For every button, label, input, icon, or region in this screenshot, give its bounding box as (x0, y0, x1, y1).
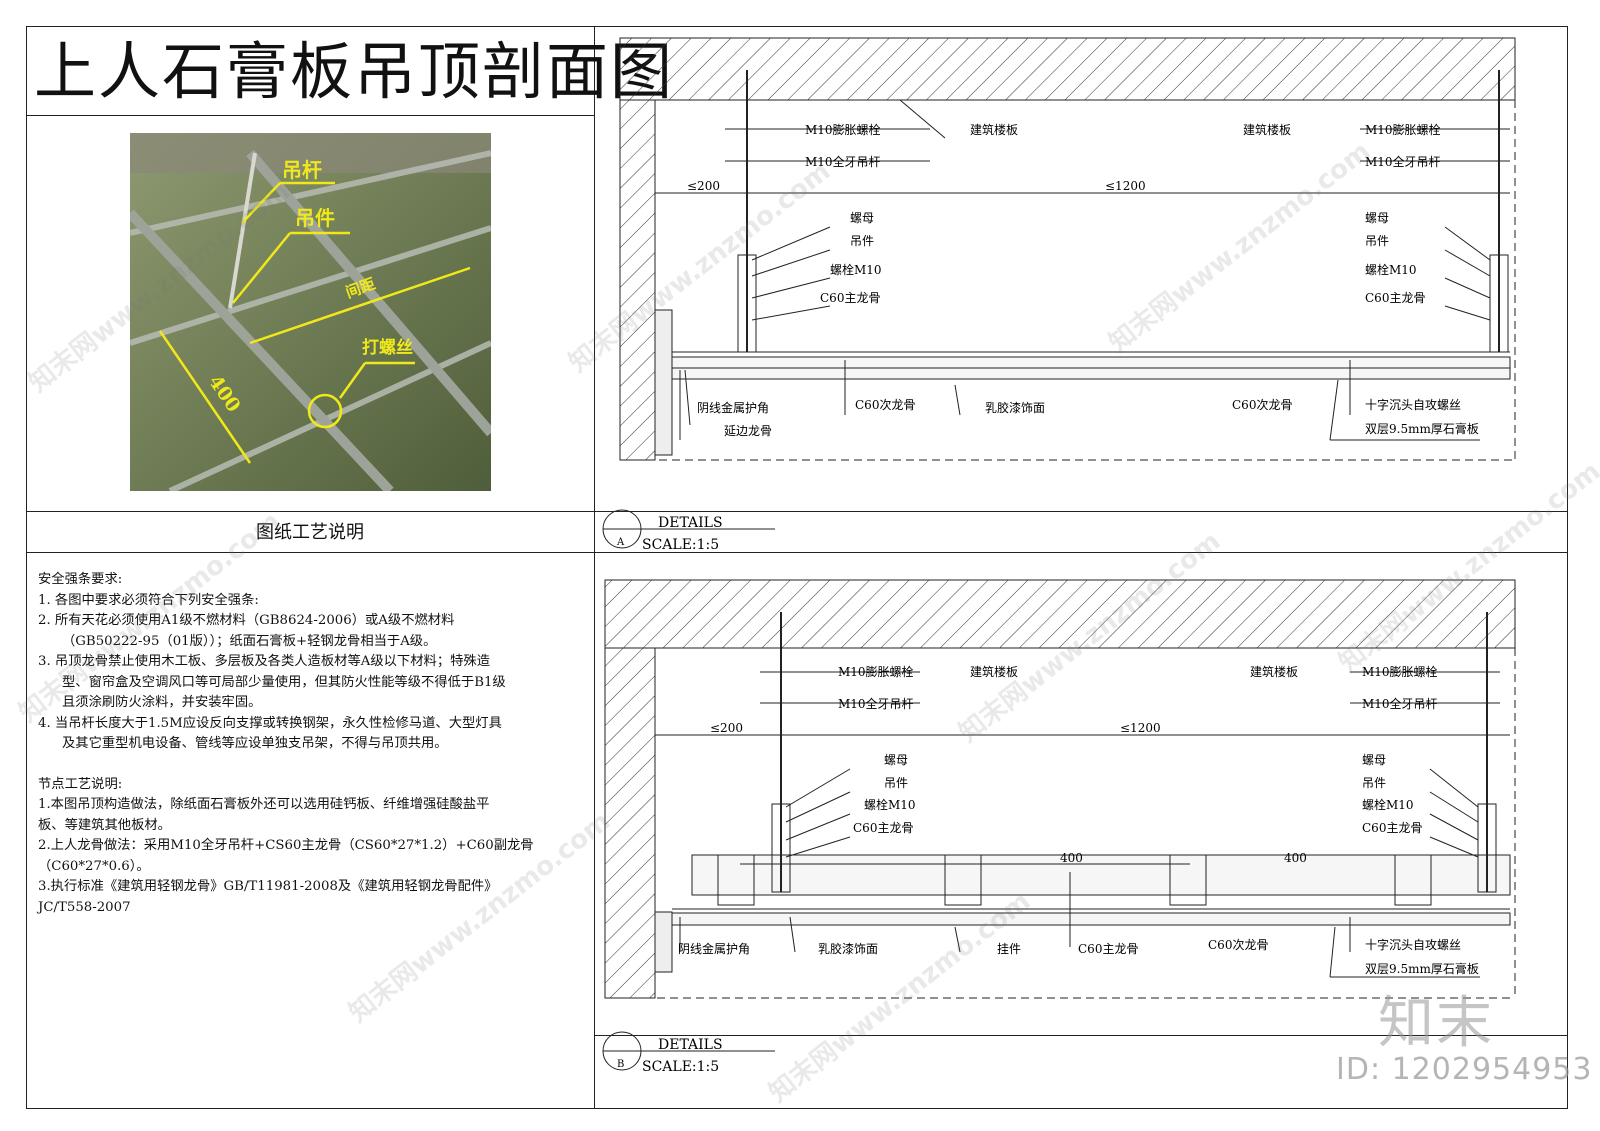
detail-b-dim-400: 400 (1284, 851, 1307, 865)
detail-a-mark: A (616, 537, 625, 548)
detail-b-dim-200: ≤200 (710, 721, 743, 735)
detail-b-label: 螺栓M10 (864, 797, 916, 812)
photo-illustration: 吊杆 吊件 间距 打螺丝 400 (130, 133, 491, 491)
detail-b-label: M10膨胀螺栓 (838, 664, 914, 679)
detail-b-bottom-label: 双层9.5mm厚石膏板 (1365, 961, 1479, 976)
detail-a-label: 螺母 (850, 211, 874, 225)
detail-b-label: 吊件 (884, 776, 908, 790)
detail-b-bottom-label: 挂件 (997, 942, 1021, 956)
photo-label-hanger: 吊件 (295, 206, 335, 230)
detail-a-bottom-label: C60次龙骨 (1232, 398, 1292, 412)
photo-label-screw: 打螺丝 (362, 337, 413, 358)
detail-b-bottom-label: 乳胶漆饰面 (818, 941, 878, 956)
detail-a-bottom-label: C60次龙骨 (855, 398, 915, 412)
detail-a-label: C60主龙骨 (820, 291, 880, 305)
detail-a-label: M10膨胀螺栓 (805, 122, 881, 137)
detail-b-bottom-label: 十字沉头自攻螺丝 (1365, 937, 1461, 952)
detail-b-bottom-label: C60主龙骨 (1078, 942, 1138, 956)
detail-a-drawing: ≤200 ≤1200 M10膨胀螺栓 M10全牙吊杆 螺母 吊件 螺栓M10 C… (602, 37, 1516, 553)
photo-label-rod: 吊杆 (282, 158, 322, 182)
detail-b-drawing: ≤200 ≤1200 400 400 M10膨胀螺栓 M10全牙吊杆 螺母 吊件… (602, 579, 1516, 1075)
brand-logo: 知末 (1378, 991, 1494, 1056)
detail-b-slab-label: 建筑楼板 (1250, 664, 1298, 679)
node-item: 板、等建筑其他板材。 (38, 817, 171, 833)
notes-heading: 图纸工艺说明 (256, 522, 364, 543)
frame-divider-vertical (594, 26, 595, 1109)
detail-a-bottom-label: 十字沉头自攻螺丝 (1365, 397, 1461, 412)
node-item: 2.上人龙骨做法：采用M10全牙吊杆+CS60主龙骨（CS60*27*1.2）+… (38, 838, 534, 853)
detail-a-scale: SCALE:1:5 (642, 537, 719, 553)
detail-a-label: M10全牙吊杆 (805, 154, 881, 169)
detail-a-slab-label: 建筑楼板 (1243, 122, 1291, 137)
frame-divider-notes (26, 552, 1568, 553)
safety-item: （GB50222-95（01版））；纸面石膏板+轻钢龙骨相当于A级。 (62, 633, 437, 649)
safety-title: 安全强条要求: (38, 572, 123, 587)
reference-photo: 吊杆 吊件 间距 打螺丝 400 (130, 133, 491, 491)
frame-divider-middle (26, 511, 1568, 512)
detail-a-label: 螺栓M10 (1365, 262, 1417, 277)
safety-item: 及其它重型机电设备、管线等应设单独支吊架，不得与吊顶共用。 (62, 736, 448, 751)
detail-a-bottom-label: 双层9.5mm厚石膏板 (1365, 421, 1479, 436)
detail-b-bottom-label: C60次龙骨 (1208, 938, 1268, 952)
node-item: JC/T558-2007 (38, 899, 131, 915)
safety-item: 且须涂刷防火涂料，并安装牢固。 (62, 695, 262, 710)
detail-b-label: M10全牙吊杆 (838, 696, 914, 711)
detail-a-label: 吊件 (1365, 234, 1389, 248)
detail-b-label: C60主龙骨 (853, 821, 913, 835)
node-item: 3.执行标准《建筑用轻钢龙骨》GB/T11981-2008及《建筑用轻钢龙骨配件… (38, 879, 498, 894)
detail-b-label: 螺母 (884, 753, 908, 767)
detail-b-label: C60主龙骨 (1362, 821, 1422, 835)
detail-b-bottom-label: 阴线金属护角 (678, 941, 750, 956)
detail-b-label: M10膨胀螺栓 (1362, 664, 1438, 679)
safety-item: 2. 所有天花必须使用A1级不燃材料（GB8624-2006）或A级不燃材料 (38, 613, 455, 628)
detail-a-bottom-label: 延边龙骨 (724, 424, 772, 438)
detail-a-label: M10全牙吊杆 (1365, 154, 1441, 169)
detail-b-dim-400: 400 (1060, 851, 1083, 865)
detail-a-label: 螺栓M10 (830, 262, 882, 277)
detail-a-dim-1200: ≤1200 (1105, 179, 1146, 193)
detail-b-details: DETAILS (658, 1037, 723, 1053)
detail-b-label: 螺栓M10 (1362, 797, 1414, 812)
detail-b-slab-label: 建筑楼板 (970, 664, 1018, 679)
detail-a-bottom-label: 乳胶漆饰面 (985, 400, 1045, 415)
node-title: 节点工艺说明: (38, 776, 123, 792)
detail-b-mark: B (617, 1059, 624, 1070)
detail-a-dim-200: ≤200 (687, 179, 720, 193)
node-item: （C60*27*0.6）。 (38, 858, 150, 874)
detail-a-details: DETAILS (658, 515, 723, 531)
safety-item: 1. 各图中要求必须符合下列安全强条: (38, 592, 259, 608)
id-text: ID: 1202954953 (1336, 1052, 1593, 1087)
safety-item: 3. 吊顶龙骨禁止使用木工板、多层板及各类人造板材等A级以下材料；特殊造 (38, 654, 491, 669)
detail-a-slab-label: 建筑楼板 (970, 122, 1018, 137)
detail-b-scale: SCALE:1:5 (642, 1059, 719, 1075)
safety-item: 4. 当吊杆长度大于1.5M应设反向支撑或转换钢架，永久性检修马道、大型灯具 (38, 715, 502, 731)
drawing-frame (26, 26, 1568, 1109)
detail-a-label: M10膨胀螺栓 (1365, 122, 1441, 137)
detail-a-label: 螺母 (1365, 211, 1389, 225)
drawing-title: 上人石膏板吊顶剖面图 (34, 35, 675, 108)
detail-b-dim-1200: ≤1200 (1120, 721, 1161, 735)
safety-item: 型、窗帘盒及空调风口等可局部少量使用，但其防火性能等级不得低于B1级 (62, 674, 506, 690)
detail-b-label: 吊件 (1362, 776, 1386, 790)
detail-a-bottom-label: 阴线金属护角 (697, 400, 769, 415)
detail-b-label: M10全牙吊杆 (1362, 696, 1438, 711)
notes-block: 安全强条要求: 1. 各图中要求必须符合下列安全强条: 2. 所有天花必须使用A… (38, 570, 590, 918)
node-item: 1.本图吊顶构造做法，除纸面石膏板外还可以选用硅钙板、纤维增强硅酸盐平 (38, 797, 490, 812)
frame-divider-title (26, 115, 594, 116)
detail-a-label: 吊件 (850, 234, 874, 248)
detail-b-label: 螺母 (1362, 753, 1386, 767)
detail-a-label: C60主龙骨 (1365, 291, 1425, 305)
frame-divider-bottom (595, 1035, 1568, 1036)
